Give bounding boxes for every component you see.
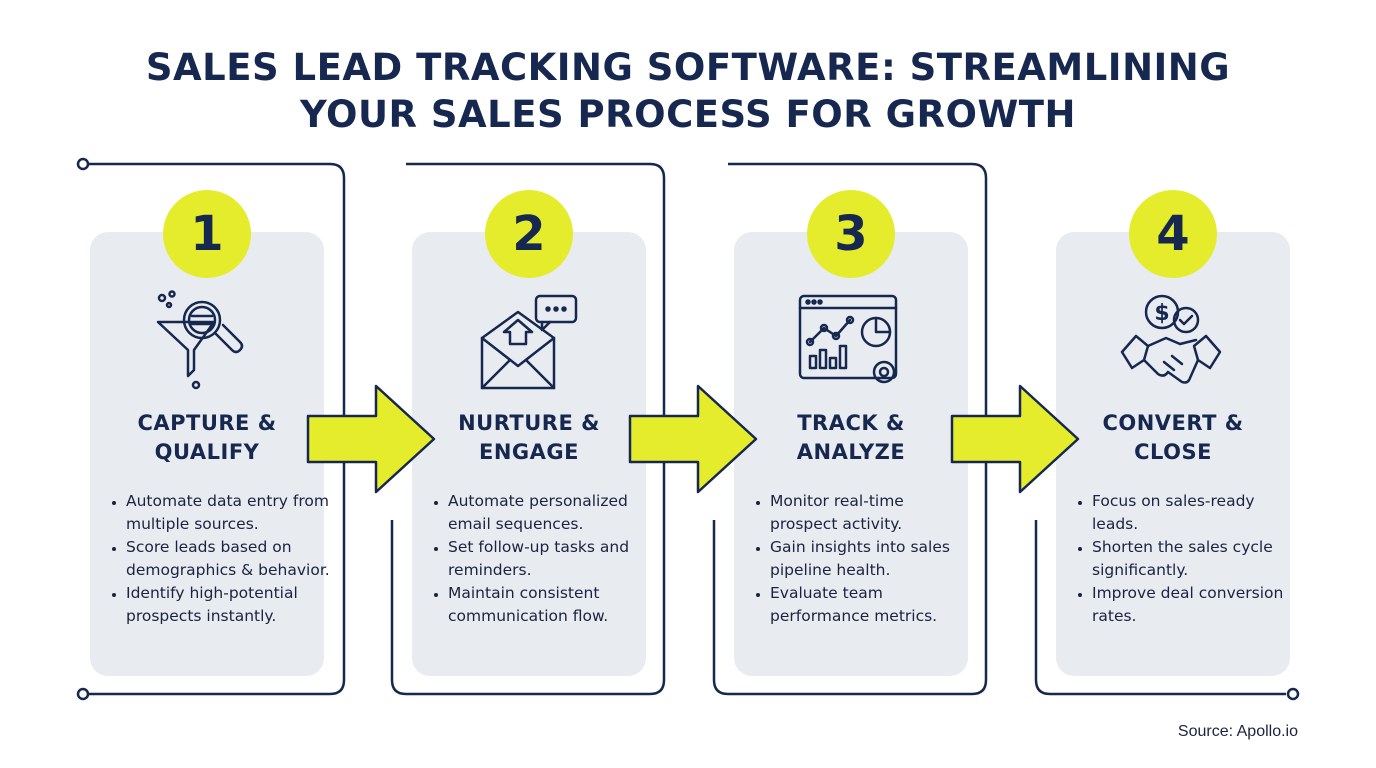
step-title-4: CONVERT & CLOSE: [1056, 409, 1290, 467]
step-number-badge-2: 2: [485, 190, 573, 278]
step-title-line: TRACK &: [797, 411, 905, 435]
step-title-line: ENGAGE: [479, 440, 579, 464]
list-item: Focus on sales-ready leads.: [1092, 490, 1298, 536]
bracket-step-2: [390, 162, 666, 696]
step-bullets-1: Automate data entry from multiple source…: [108, 490, 332, 628]
step-title-1: CAPTURE & QUALIFY: [90, 409, 324, 467]
step-title-line: CONVERT &: [1102, 411, 1244, 435]
step-title-line: CAPTURE &: [137, 411, 277, 435]
step-title-line: CLOSE: [1134, 440, 1212, 464]
bracket-step-4: [1034, 520, 1286, 696]
connector-dot: [76, 687, 90, 701]
step-title-line: NURTURE &: [458, 411, 600, 435]
step-bullets-3: Monitor real-time prospect activity. Gai…: [752, 490, 976, 628]
step-number-badge-4: 4: [1129, 190, 1217, 278]
step-number-badge-3: 3: [807, 190, 895, 278]
step-title-3: TRACK & ANALYZE: [734, 409, 968, 467]
list-item: Identify high-potential prospects instan…: [126, 582, 332, 628]
step-card-4: [1056, 232, 1290, 676]
list-item: Evaluate team performance metrics.: [770, 582, 976, 628]
arrow-right-icon: [306, 384, 436, 494]
connector-dot: [76, 157, 90, 171]
list-item: Automate personalized email sequences.: [448, 490, 654, 536]
step-number-badge-1: 1: [163, 190, 251, 278]
envelope-chat-icon: [480, 294, 578, 390]
arrow-right-icon: [950, 384, 1080, 494]
funnel-magnifier-icon: [156, 290, 244, 390]
step-bullets-4: Focus on sales-ready leads. Shorten the …: [1074, 490, 1298, 628]
svg-text:$: $: [1154, 301, 1169, 326]
list-item: Shorten the sales cycle significantly.: [1092, 536, 1298, 582]
title-line-2: YOUR SALES PROCESS FOR GROWTH: [300, 93, 1076, 136]
step-title-line: ANALYZE: [796, 440, 906, 464]
handshake-dollar-icon: $: [1120, 294, 1222, 384]
list-item: Automate data entry from multiple source…: [126, 490, 332, 536]
list-item: Set follow-up tasks and reminders.: [448, 536, 654, 582]
source-credit: Source: Apollo.io: [1177, 723, 1298, 740]
bracket-step-3: [712, 162, 988, 696]
step-card-1: [90, 232, 324, 676]
list-item: Score leads based on demographics & beha…: [126, 536, 332, 582]
page-title: SALES LEAD TRACKING SOFTWARE: STREAMLINI…: [0, 44, 1376, 138]
step-card-3: [734, 232, 968, 676]
analytics-dashboard-icon: [798, 294, 898, 384]
title-line-1: SALES LEAD TRACKING SOFTWARE: STREAMLINI…: [145, 46, 1231, 89]
list-item: Improve deal conversion rates.: [1092, 582, 1298, 628]
connector-dot: [1286, 687, 1300, 701]
list-item: Gain insights into sales pipeline health…: [770, 536, 976, 582]
list-item: Maintain consistent communication flow.: [448, 582, 654, 628]
step-title-line: QUALIFY: [154, 440, 260, 464]
step-bullets-2: Automate personalized email sequences. S…: [430, 490, 654, 628]
step-card-2: [412, 232, 646, 676]
step-title-2: NURTURE & ENGAGE: [412, 409, 646, 467]
list-item: Monitor real-time prospect activity.: [770, 490, 976, 536]
arrow-right-icon: [628, 384, 758, 494]
